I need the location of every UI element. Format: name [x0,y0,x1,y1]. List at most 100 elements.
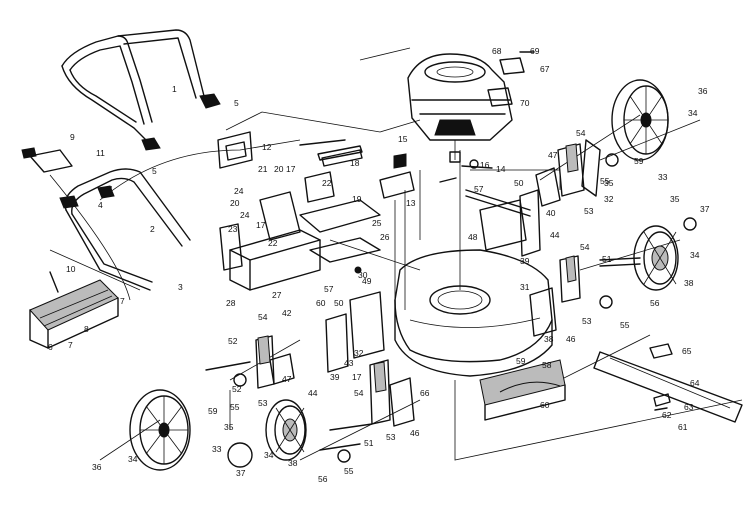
part-callout-7: 7 [68,340,73,350]
part-callout-39: 39 [520,256,530,266]
part-callout-19: 19 [352,194,362,204]
lower-handle [59,168,191,291]
part-callout-5: 5 [152,166,157,176]
part-callout-36: 36 [698,86,708,96]
cutting-blade [593,343,743,423]
upper-handle [61,29,221,151]
part-callout-40: 40 [546,208,556,218]
height-adjuster-assembly [219,139,381,291]
part-callout-5: 5 [234,98,239,108]
part-callout-52: 52 [232,384,242,394]
rear-shield [479,359,566,421]
part-callout-69: 69 [530,46,540,56]
control-bar [21,147,73,173]
part-callout-4: 4 [98,200,103,210]
part-callout-2: 2 [150,224,155,234]
part-callout-14: 14 [496,164,506,174]
part-callout-57: 57 [474,184,484,194]
part-callout-56: 56 [318,474,328,484]
part-callout-53: 53 [582,316,592,326]
hardware-fasteners [49,51,535,293]
part-callout-67: 67 [540,64,550,74]
part-callout-53: 53 [258,398,268,408]
part-callout-1: 1 [172,84,177,94]
part-callout-35: 35 [604,178,614,188]
part-callout-46: 46 [410,428,420,438]
part-callout-50: 50 [514,178,524,188]
rear-left-wheel [129,389,191,471]
rear-right-wheel [611,79,669,161]
part-callout-6: 6 [48,342,53,352]
part-callout-58: 58 [542,360,552,370]
part-callout-46: 46 [566,334,576,344]
discharge-chute-door [29,279,119,349]
part-callout-11: 11 [96,148,105,158]
part-callout-24: 24 [234,186,244,196]
part-callout-20: 20 [274,164,284,174]
part-callout-7: 7 [120,296,125,306]
part-callout-39: 39 [330,372,340,382]
part-callout-32: 32 [354,348,364,358]
part-callout-20: 20 [230,198,240,208]
part-callout-18: 18 [350,158,360,168]
axle-bolts [205,153,697,468]
part-callout-16: 16 [480,160,490,170]
part-callout-65: 65 [682,346,692,356]
part-callout-55: 55 [600,176,610,186]
part-callout-23: 23 [228,224,238,234]
part-callout-37: 37 [700,204,710,214]
part-callout-56: 56 [650,298,660,308]
part-callout-60: 60 [540,400,550,410]
part-callout-54: 54 [580,242,590,252]
part-callout-17: 17 [286,164,296,174]
part-callout-4: 4 [108,184,113,194]
part-callout-53: 53 [584,206,594,216]
part-callout-17: 17 [352,372,362,382]
part-callout-43: 43 [344,358,354,368]
part-callout-62: 62 [662,410,672,420]
assembly-guide-lines [49,47,743,461]
handle-bracket [217,131,253,169]
part-callout-25: 25 [372,218,382,228]
part-callout-21: 21 [258,164,268,174]
part-callout-55: 55 [344,466,354,476]
part-callout-44: 44 [550,230,560,240]
part-callout-28: 28 [226,298,236,308]
part-callout-59: 59 [208,406,218,416]
mower-deck [394,249,553,377]
part-callout-27: 27 [272,290,282,300]
part-callout-49: 49 [362,276,372,286]
part-callout-33: 33 [658,172,668,182]
part-callout-32: 32 [604,194,614,204]
part-callout-47: 47 [282,374,292,384]
front-left-wheel [265,399,307,461]
part-callout-63: 63 [684,402,694,412]
part-callout-34: 34 [128,454,138,464]
part-callout-17: 17 [256,220,266,230]
part-callout-15: 15 [398,134,408,144]
part-callout-35: 35 [224,422,234,432]
part-callout-3: 3 [178,282,183,292]
part-callout-8: 8 [84,324,89,334]
part-callout-61: 61 [678,422,688,432]
part-callout-9: 9 [70,132,75,142]
part-callout-50: 50 [334,298,344,308]
part-callout-33: 33 [212,444,222,454]
part-callout-34: 34 [688,108,698,118]
part-callout-59: 59 [516,356,526,366]
part-callout-12: 12 [262,142,272,152]
part-callout-54: 54 [258,312,268,322]
part-callout-36: 36 [92,462,102,472]
part-callout-37: 37 [236,468,246,478]
part-callout-47: 47 [548,150,558,160]
part-callout-51: 51 [602,254,612,264]
part-callout-22: 22 [268,238,278,248]
part-callout-60: 60 [316,298,326,308]
part-callout-26: 26 [380,232,390,242]
part-callout-42: 42 [282,308,292,318]
part-callout-38: 38 [544,334,554,344]
part-callout-22: 22 [322,178,332,188]
part-callout-31: 31 [520,282,530,292]
